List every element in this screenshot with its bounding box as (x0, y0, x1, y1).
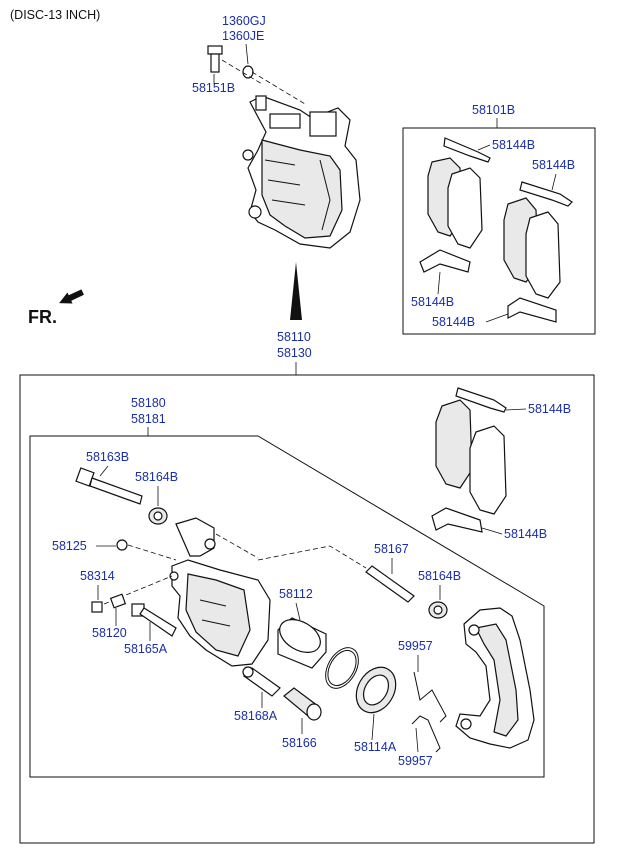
label-58166: 58166 (282, 736, 317, 750)
boot-58164b-b (428, 601, 448, 619)
pad-kit-drawing (419, 137, 573, 323)
piston-58112 (277, 617, 327, 669)
label-58120: 58120 (92, 626, 127, 640)
label-59957-2: 59957 (398, 754, 433, 768)
label-1360je: 1360JE (222, 29, 264, 43)
label-58164b-1: 58164B (135, 470, 178, 484)
label-58144b-5: 58144B (528, 402, 571, 416)
pad-set-drawing (431, 387, 507, 533)
caliper-bracket-drawing (455, 607, 535, 749)
caliper-housing-drawing (169, 517, 271, 667)
spring-59957-a (413, 671, 447, 723)
label-58167: 58167 (374, 542, 409, 556)
label-58110: 58110 (277, 330, 311, 344)
sleeve-58166 (283, 687, 322, 721)
label-58112: 58112 (279, 587, 313, 601)
label-58125: 58125 (52, 539, 87, 553)
label-58144b-2: 58144B (532, 158, 575, 172)
label-58144b-1: 58144B (492, 138, 535, 152)
label-1360gj: 1360GJ (222, 14, 266, 28)
label-58101b: 58101B (472, 103, 515, 117)
diagram-title: (DISC-13 INCH) (10, 8, 100, 22)
caliper-assembly-box (19, 374, 595, 844)
pointer-58110 (290, 262, 302, 320)
guide-bolt-58165a (131, 603, 177, 637)
label-58181: 58181 (131, 412, 166, 426)
piston-boot-58114a (355, 666, 397, 714)
bleeder-58314 (91, 601, 103, 613)
front-arrow-icon (59, 289, 84, 304)
label-58180: 58180 (131, 396, 166, 410)
front-label: FR. (28, 307, 57, 327)
label-58130: 58130 (277, 346, 312, 360)
assembled-caliper-drawing (207, 45, 361, 249)
pad-kit-box (402, 127, 596, 335)
guide-bolt-58163b (75, 467, 143, 505)
label-58144b-3: 58144B (411, 295, 454, 309)
label-58144b-4: 58144B (432, 315, 475, 329)
label-58114a: 58114A (354, 740, 397, 754)
label-58151b: 58151B (192, 81, 235, 95)
bleeder-58120 (109, 593, 127, 609)
label-58165a: 58165A (124, 642, 168, 656)
label-58144b-6: 58144B (504, 527, 547, 541)
piston-seal (325, 647, 359, 689)
bushing-58168a (242, 666, 281, 697)
guide-pin-58167 (365, 565, 415, 603)
label-58163b: 58163B (86, 450, 129, 464)
label-58168a: 58168A (234, 709, 278, 723)
label-59957-1: 59957 (398, 639, 433, 653)
bleeder-cap-58125 (116, 539, 128, 551)
label-58164b-2: 58164B (418, 569, 461, 583)
spring-59957-b (411, 715, 441, 753)
label-58314: 58314 (80, 569, 115, 583)
caliper-body-subbox (29, 435, 545, 778)
boot-58164b-a (148, 507, 168, 525)
